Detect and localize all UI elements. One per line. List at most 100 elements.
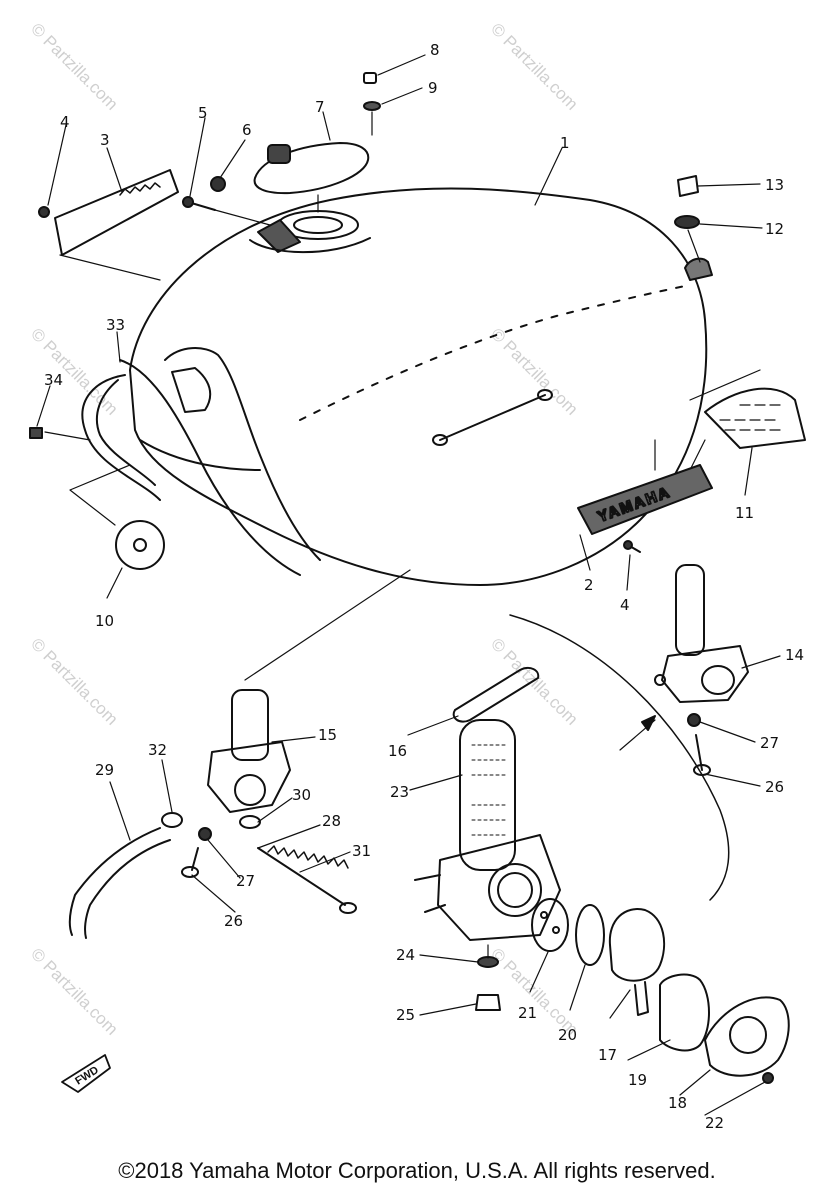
lever-17	[608, 908, 666, 982]
bolt-13	[677, 175, 699, 197]
screw-22	[762, 1072, 774, 1084]
leader	[59, 254, 161, 281]
callout-number: 21	[518, 1004, 537, 1022]
bolt-26-head	[181, 866, 199, 878]
bolt-26-head	[693, 764, 711, 776]
washer-27	[198, 827, 212, 841]
screw-8	[363, 72, 377, 84]
clamp-31	[339, 902, 357, 914]
callout-number: 8	[430, 41, 440, 59]
valve-disc-hole	[552, 926, 560, 934]
leader	[687, 229, 701, 263]
callout-number: 3	[100, 131, 110, 149]
spring-31	[267, 845, 349, 869]
tank-pad	[704, 387, 806, 449]
callout-number: 26	[765, 778, 784, 796]
tank-knee-recess	[164, 347, 321, 561]
strainer-23	[459, 719, 516, 871]
tank-plate-teeth	[119, 182, 161, 196]
callout-number: 5	[198, 104, 208, 122]
o-ring-20	[575, 904, 605, 966]
cover-plate-18-port	[729, 1016, 767, 1054]
fuel-cock-14-pipe	[654, 674, 666, 686]
callout-number: 14	[785, 646, 804, 664]
leader	[69, 464, 131, 526]
callout-number: 25	[396, 1006, 415, 1024]
fuel-cock-15-body	[234, 774, 266, 806]
callout-number: 7	[315, 98, 325, 116]
edge-trim	[81, 359, 301, 576]
group-bracket	[509, 614, 730, 901]
fuel-cock-body-port-inner	[497, 872, 533, 908]
callout-number: 17	[598, 1046, 617, 1064]
callout-number: 10	[95, 612, 114, 630]
tank-knee-recess-inner	[171, 367, 212, 413]
watermark: © Partzilla.com	[27, 944, 121, 1038]
watermark: © Partzilla.com	[27, 19, 121, 113]
tank-center-ridge	[299, 284, 691, 421]
washer-9	[363, 101, 381, 111]
callout-leaders	[36, 54, 781, 1116]
watermark: © Partzilla.com	[27, 324, 121, 418]
fuel-cock-15	[207, 741, 291, 813]
watermark: © Partzilla.com	[27, 634, 121, 728]
clip-32	[161, 812, 183, 828]
filler-bracket	[257, 219, 301, 253]
callout-number: 12	[765, 220, 784, 238]
fwd-label: FWD	[73, 1064, 101, 1087]
leader-arrow	[641, 715, 656, 731]
lever-17-handle	[634, 981, 649, 1016]
edge-trim-inner	[95, 379, 156, 486]
callout-number: 15	[318, 726, 337, 744]
callout-number: 1	[560, 134, 570, 152]
cover-plate-18	[704, 996, 790, 1077]
callout-number: 18	[668, 1094, 687, 1112]
fuel-cock-body	[437, 834, 561, 941]
watermark: © Partzilla.com	[487, 324, 581, 418]
leader	[689, 369, 761, 471]
callout-number: 28	[322, 812, 341, 830]
callout-number: 27	[236, 872, 255, 890]
callout-number: 11	[735, 504, 754, 522]
callout-number: 2	[584, 576, 594, 594]
fuel-tank	[129, 187, 708, 586]
callout-number: 20	[558, 1026, 577, 1044]
tank-plate	[54, 169, 179, 256]
valve-disc-21	[531, 898, 569, 952]
callout-number: 27	[760, 734, 779, 752]
callout-number: 4	[60, 113, 70, 131]
pipe-28	[257, 847, 346, 906]
bolt-5-head	[182, 196, 194, 208]
callout-number: 19	[628, 1071, 647, 1089]
emblem-strap-end	[537, 389, 553, 401]
callout-number: 6	[242, 121, 252, 139]
tank-pad-pattern	[719, 404, 781, 431]
tank-seam	[139, 439, 261, 471]
fuel-hose-29	[68, 827, 171, 939]
copyright-notice: ©2018 Yamaha Motor Corporation, U.S.A. A…	[118, 1158, 716, 1183]
callout-number: 26	[224, 912, 243, 930]
fuel-cock-14-lever	[701, 665, 735, 695]
strainer-23-mesh	[471, 744, 506, 836]
bolt-25	[475, 994, 501, 1011]
fuel-cock-body-pipe	[414, 874, 446, 913]
callout-number: 33	[106, 316, 125, 334]
watermark: © Partzilla.com	[487, 19, 581, 113]
grommet-6	[210, 176, 226, 192]
leader	[244, 569, 411, 681]
clip-34	[29, 427, 43, 439]
callout-number: 30	[292, 786, 311, 804]
yamaha-emblem	[577, 464, 713, 535]
emblem-strap-end	[432, 434, 448, 446]
fuel-cock-body-port	[488, 863, 542, 917]
callout-number: 23	[390, 783, 409, 801]
cushion-10	[115, 520, 165, 570]
cushion-10-hole	[133, 538, 147, 552]
washer-27	[687, 713, 701, 727]
callout-number: 24	[396, 946, 415, 964]
callout-number: 22	[705, 1114, 724, 1132]
callout-number: 29	[95, 761, 114, 779]
callout-numbers: 1 2 3 4 4 5 6 7 8 9 10 11 12 13 14 15 16…	[44, 41, 804, 1132]
leader	[44, 431, 91, 441]
fwd-arrow	[61, 1054, 111, 1093]
